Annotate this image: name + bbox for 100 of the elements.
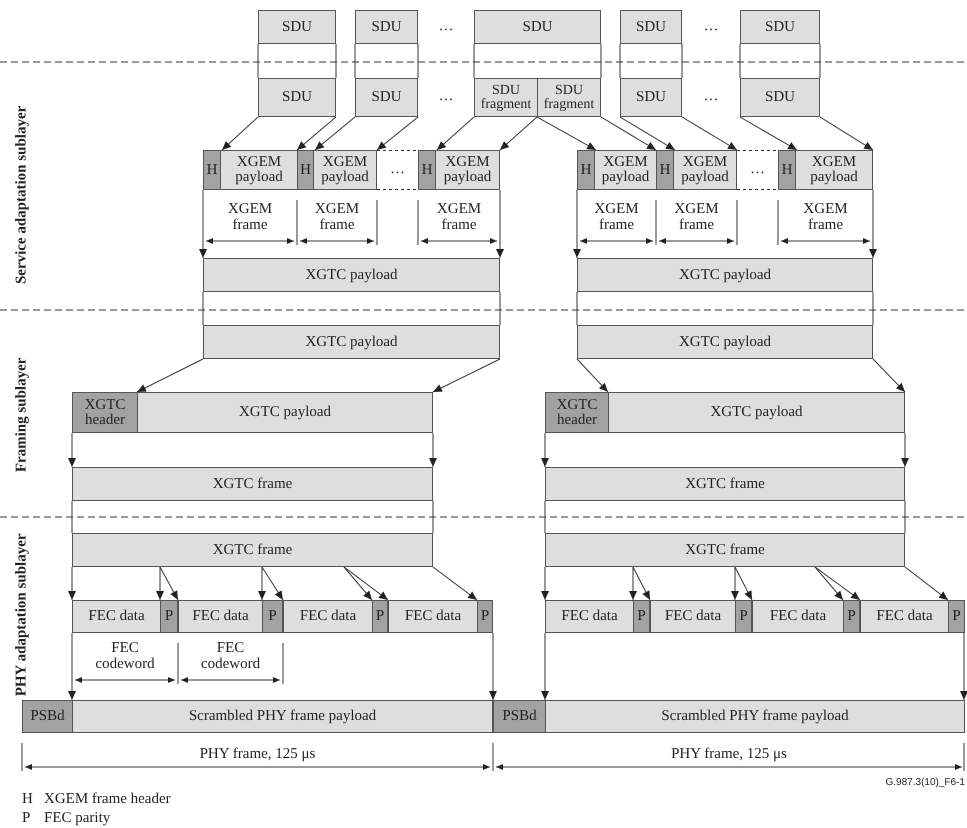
header-field <box>577 150 595 190</box>
field-label: SDU <box>282 90 312 105</box>
dotted-line <box>376 150 418 190</box>
field-label: SDU fragment <box>542 84 596 112</box>
arrow <box>734 566 752 600</box>
header-field <box>160 600 178 633</box>
figure-id: G.987.3(10)_F6-1 <box>886 778 965 788</box>
field-label: SDU <box>371 90 402 105</box>
data-field <box>577 325 873 359</box>
data-field <box>178 600 263 633</box>
header-field <box>372 600 388 633</box>
data-field <box>313 150 377 190</box>
field-label: XGEM payload <box>320 155 370 185</box>
field-label: FEC data <box>192 609 249 624</box>
layer-label: PHY adaptation sublayer <box>14 534 30 696</box>
legend-text: FEC parity <box>44 811 110 827</box>
arrow <box>160 566 178 600</box>
field-label: FEC data <box>404 609 462 624</box>
data-field <box>608 392 905 433</box>
column-line <box>354 44 418 78</box>
data-field <box>740 10 820 44</box>
field-label: PSBd <box>30 709 65 724</box>
data-field <box>545 600 634 633</box>
field-label: XGEM payload <box>442 155 492 185</box>
data-field <box>545 700 965 733</box>
field-label: SDU <box>764 20 795 34</box>
arrow <box>872 358 906 392</box>
field-label: XGEM payload <box>234 155 284 185</box>
data-field <box>537 78 601 117</box>
field-label: H <box>782 162 792 178</box>
field-label: XGTC payload <box>710 405 803 420</box>
arrow <box>576 358 608 392</box>
arrow <box>156 566 164 600</box>
data-field <box>545 533 905 567</box>
data-field <box>474 78 538 117</box>
arrow <box>432 566 478 600</box>
field-label: H <box>422 162 432 178</box>
data-field <box>283 600 373 633</box>
data-field <box>203 325 500 359</box>
layer-label: Service adaptation sublayer <box>14 106 30 284</box>
field-label: SDU <box>764 90 795 105</box>
header-field <box>477 600 493 633</box>
arrow <box>740 116 798 150</box>
header-field <box>493 700 546 733</box>
field-label: P <box>376 609 384 624</box>
arrow <box>376 116 418 150</box>
arrow <box>541 632 549 700</box>
arrow <box>296 116 336 150</box>
field-label: H <box>580 162 592 178</box>
data-field <box>435 150 500 190</box>
data-field <box>620 78 682 117</box>
data-field <box>355 10 418 44</box>
arrow <box>314 116 356 150</box>
column-line <box>740 44 820 78</box>
header-field <box>778 150 796 190</box>
field-label: Scrambled PHY frame payload <box>661 709 849 724</box>
arrow <box>429 432 437 468</box>
arrow <box>682 116 738 150</box>
field-label: XGTC payload <box>305 268 398 282</box>
data-field <box>474 10 601 44</box>
arrow <box>814 566 860 600</box>
arrow <box>620 116 676 150</box>
field-label: XGTC frame <box>685 542 765 558</box>
field-label: SDU <box>522 20 552 34</box>
data-field <box>620 10 682 44</box>
arrow <box>496 190 504 258</box>
field-label: SDU <box>371 20 402 34</box>
field-label: XGTC payload <box>678 268 772 282</box>
field-label: P <box>480 609 490 624</box>
field-label: XGEM payload <box>809 155 859 185</box>
field-label: XGEM payload <box>600 155 650 185</box>
data-field <box>388 600 478 633</box>
column-line <box>544 500 906 534</box>
span-label: XGEM frame <box>674 202 719 234</box>
span-label: XGEM frame <box>228 202 272 234</box>
arrow <box>344 566 372 600</box>
legend-key: H <box>22 792 33 808</box>
field-label: FEC data <box>664 609 722 624</box>
header-field <box>418 150 436 190</box>
field-label: H <box>206 162 218 178</box>
data-field <box>355 78 418 117</box>
arrow <box>869 190 877 258</box>
field-label: P <box>739 609 748 624</box>
header-field <box>297 150 314 190</box>
data-field <box>795 150 873 190</box>
field-label: FEC data <box>770 609 826 624</box>
ellipsis-mark: … <box>704 89 718 105</box>
field-label: SDU <box>636 90 666 105</box>
span-label: FEC codeword <box>95 641 155 673</box>
field-label: FEC data <box>88 609 145 624</box>
field-label: P <box>952 609 961 624</box>
arrow <box>262 566 284 600</box>
data-field <box>72 533 433 567</box>
arrow <box>489 632 497 700</box>
field-label: XGTC payload <box>238 405 332 420</box>
legend-text: XGEM frame header <box>44 792 171 808</box>
span-label: XGEM frame <box>314 202 360 234</box>
ellipsis-mark: … <box>750 162 765 178</box>
ellipsis-mark: … <box>390 162 405 178</box>
data-field <box>860 600 949 633</box>
